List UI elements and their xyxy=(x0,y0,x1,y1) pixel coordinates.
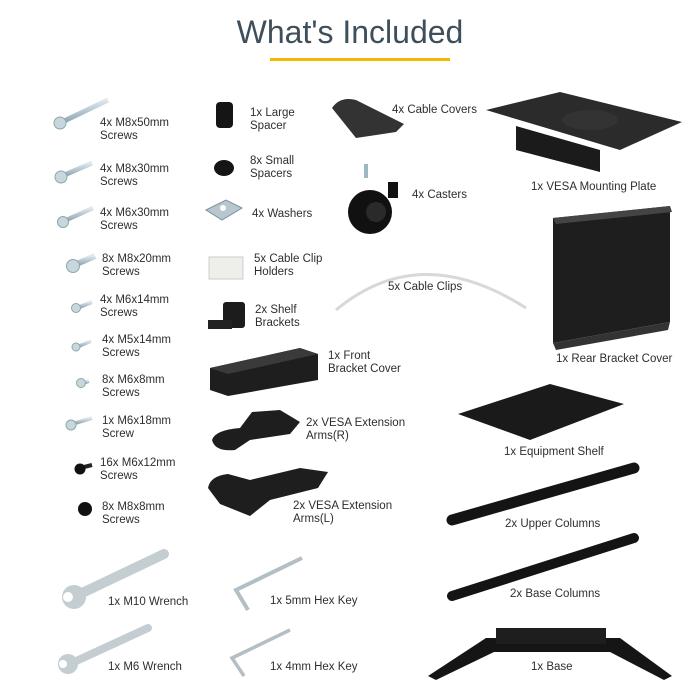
screw-icon xyxy=(66,253,97,273)
screw-icon xyxy=(71,339,92,352)
item-label: 4x M5x14mm Screws xyxy=(102,334,172,359)
wrench-icon xyxy=(58,624,152,674)
screw-icon xyxy=(65,416,93,431)
item-label: 1x Rear Bracket Cover xyxy=(556,353,673,365)
item-label: 5x Cable Clips xyxy=(388,281,463,293)
item-label: 2x VESA Extension Arms(R) xyxy=(306,417,406,442)
item-label: 4x M8x30mm Screws xyxy=(100,163,170,188)
long-screw-icon xyxy=(53,97,110,130)
item-label: 2x Base Columns xyxy=(510,588,601,600)
item-label: 4x Cable Covers xyxy=(392,104,478,116)
item-label: 1x 5mm Hex Key xyxy=(270,595,358,607)
cable-clip-holder-icon xyxy=(208,256,244,280)
wrench-icon xyxy=(62,549,169,609)
extension-arm-icon xyxy=(208,468,328,516)
washer-icon xyxy=(204,199,244,221)
title-underline xyxy=(270,58,450,61)
cable-cover-icon xyxy=(332,99,404,138)
screw-icon xyxy=(71,300,93,313)
item-label: 2x Shelf Brackets xyxy=(255,304,300,329)
item-label: 8x M8x20mm Screws xyxy=(102,253,172,278)
item-label: 1x M6 Wrench xyxy=(108,661,182,673)
item-label: 4x M8x50mm Screws xyxy=(100,117,170,142)
caster-icon xyxy=(348,164,398,234)
rear-cover-icon xyxy=(553,206,672,350)
screw-icon xyxy=(76,378,90,388)
item-label: 8x Small Spacers xyxy=(250,155,295,180)
item-label: 4x Washers xyxy=(252,208,313,220)
item-label: 1x VESA Mounting Plate xyxy=(531,181,657,193)
base-icon xyxy=(428,628,672,680)
item-label: 4x Casters xyxy=(412,189,467,201)
black-screw-icon xyxy=(74,463,93,475)
item-label: 1x Equipment Shelf xyxy=(504,446,604,458)
screw-icon xyxy=(57,205,94,228)
item-label: 1x M10 Wrench xyxy=(108,596,189,608)
item-label: 5x Cable Clip Holders xyxy=(254,253,323,278)
cable-tie-icon xyxy=(335,273,527,312)
item-label: 2x VESA Extension Arms(L) xyxy=(293,500,393,525)
hex-key-icon xyxy=(233,556,303,612)
item-label: 1x 4mm Hex Key xyxy=(270,661,358,673)
black-screw-icon xyxy=(78,502,92,516)
item-label: 16x M6x12mm Screws xyxy=(100,457,176,482)
spacer-icon xyxy=(214,160,234,176)
item-label: 8x M6x8mm Screws xyxy=(102,374,165,399)
mounting-plate-icon xyxy=(486,92,682,172)
item-label: 1x Base xyxy=(531,661,573,673)
item-label: 8x M8x8mm Screws xyxy=(102,501,165,526)
column-icon xyxy=(446,462,640,526)
shelf-icon xyxy=(458,384,624,440)
page-title: What's Included xyxy=(236,14,464,50)
spacer-icon xyxy=(216,102,233,128)
item-label: 1x M6x18mm Screw xyxy=(102,415,172,440)
item-label: 4x M6x14mm Screws xyxy=(100,294,170,319)
hex-key-icon xyxy=(229,628,291,677)
column-icon xyxy=(447,533,639,601)
item-label: 2x Upper Columns xyxy=(505,518,601,530)
item-label: 1x Large Spacer xyxy=(250,107,295,132)
shelf-bracket-icon xyxy=(208,302,245,329)
bracket-cover-icon xyxy=(210,348,318,396)
item-label: 4x M6x30mm Screws xyxy=(100,207,170,232)
screw-icon xyxy=(54,160,93,184)
extension-arm-icon xyxy=(212,410,300,451)
item-label: 1x Front Bracket Cover xyxy=(328,350,401,375)
